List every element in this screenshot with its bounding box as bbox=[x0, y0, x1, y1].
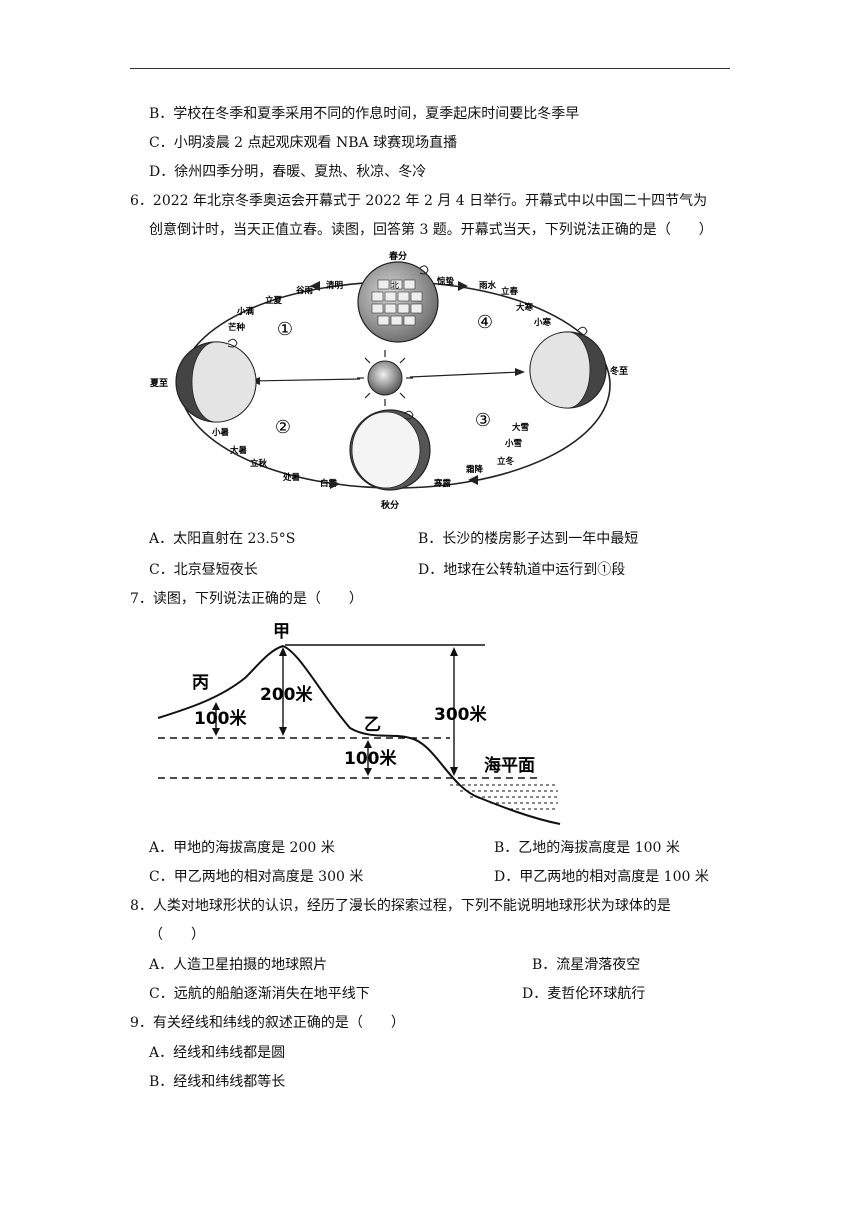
q8-option-b: B．流星滑落夜空 bbox=[532, 957, 641, 973]
q5-option-d: D．徐州四季分明，春暖、夏热、秋凉、冬冷 bbox=[149, 164, 427, 180]
label-liqiu: 立秋 bbox=[250, 458, 268, 469]
label-bailu: 白露 bbox=[320, 478, 338, 489]
label-dashu: 大暑 bbox=[230, 445, 248, 456]
q5-option-c: C．小明凌晨 2 点起观床观看 NBA 球赛现场直播 bbox=[149, 135, 458, 151]
q9-stem: 9．有关经线和纬线的叙述正确的是（ ） bbox=[130, 1015, 405, 1031]
q7-stem: 7．读图，下列说法正确的是（ ） bbox=[130, 591, 363, 607]
label-lidong: 立冬 bbox=[497, 456, 515, 467]
q8-option-a: A．人造卫星拍摄的地球照片 bbox=[149, 957, 328, 973]
label-jingzhe: 惊蛰 bbox=[436, 276, 455, 287]
q8-stem-line1: 8．人类对地球形状的认识，经历了漫长的探索过程，下列不能说明地球形状为球体的是 bbox=[130, 898, 671, 914]
earth-qiufen bbox=[349, 409, 431, 491]
label-100m-bing: 100米 bbox=[194, 708, 247, 729]
label-chunfen: 春分 bbox=[388, 250, 407, 262]
label-dahan: 大寒 bbox=[516, 302, 534, 313]
label-xiazhi: 夏至 bbox=[150, 378, 168, 389]
segment-1: ① bbox=[277, 319, 293, 340]
label-sea-level: 海平面 bbox=[484, 755, 535, 776]
segment-2: ② bbox=[275, 417, 291, 438]
q7-option-a: A．甲地的海拔高度是 200 米 bbox=[149, 840, 335, 856]
q5-option-b: B．学校在冬季和夏季采用不同的作息时间，夏季起床时间要比冬季早 bbox=[149, 106, 580, 122]
relief-profile-figure: 甲 乙 丙 200米 300米 100米 100米 海平面 bbox=[157, 622, 561, 825]
label-yi: 乙 bbox=[364, 715, 381, 735]
q6-option-c: C．北京昼短夜长 bbox=[149, 562, 258, 578]
label-qiufen: 秋分 bbox=[380, 499, 399, 511]
label-xiaohan: 小寒 bbox=[533, 317, 552, 328]
q6-option-b: B．长沙的楼房影子达到一年中最短 bbox=[418, 531, 639, 547]
label-300m: 300米 bbox=[434, 704, 487, 725]
earth-chunfen: 北 bbox=[357, 261, 439, 343]
earth-dongzhi bbox=[529, 331, 607, 409]
label-yushui: 雨水 bbox=[479, 280, 497, 291]
label-100m-yi: 100米 bbox=[344, 748, 397, 769]
label-qingming: 清明 bbox=[326, 280, 344, 291]
q8-option-d: D．麦哲伦环球航行 bbox=[522, 986, 646, 1002]
sun-icon bbox=[357, 350, 413, 406]
label-xiaoxue: 小雪 bbox=[504, 438, 523, 449]
label-mangzhong: 芒种 bbox=[228, 322, 246, 333]
q8-option-c: C．远航的船舶逐渐消失在地平线下 bbox=[149, 986, 370, 1002]
north-label: 北 bbox=[391, 281, 399, 290]
q6-option-a: A．太阳直射在 23.5°S bbox=[149, 531, 296, 547]
label-guyu: 谷雨 bbox=[295, 285, 314, 296]
q6-option-d: D．地球在公转轨道中运行到①段 bbox=[418, 562, 626, 578]
q6-stem-line2: 创意倒计时，当天正值立春。读图，回答第 3 题。开幕式当天，下列说法正确的是（ … bbox=[149, 222, 713, 238]
label-dongzhi: 冬至 bbox=[610, 365, 628, 377]
label-jia: 甲 bbox=[273, 622, 290, 642]
header-rule bbox=[130, 68, 730, 69]
segment-4: ④ bbox=[477, 312, 493, 333]
label-bing: 丙 bbox=[192, 673, 209, 693]
q8-stem-line2: （ ） bbox=[149, 927, 205, 943]
q6-stem-line1: 6．2022 年北京冬季奥运会开幕式于 2022 年 2 月 4 日举行。开幕式… bbox=[130, 193, 708, 209]
label-shuangjiang: 霜降 bbox=[465, 464, 484, 475]
label-hanlu: 寒露 bbox=[433, 478, 452, 489]
label-lixia: 立夏 bbox=[265, 295, 283, 306]
q7-option-b: B．乙地的海拔高度是 100 米 bbox=[494, 840, 680, 856]
earth-xiazhi bbox=[175, 341, 257, 423]
label-lichun: 立春 bbox=[501, 286, 519, 297]
segment-3: ③ bbox=[475, 410, 491, 431]
label-200m: 200米 bbox=[260, 684, 313, 705]
label-daxue: 大雪 bbox=[512, 422, 530, 433]
q9-option-a: A．经线和纬线都是圆 bbox=[149, 1045, 286, 1061]
q9-option-b: B．经线和纬线都等长 bbox=[149, 1074, 286, 1090]
label-xiaoman: 小满 bbox=[236, 306, 255, 317]
q7-option-c: C．甲乙两地的相对高度是 300 米 bbox=[149, 869, 364, 885]
label-xiaoshu: 小暑 bbox=[211, 427, 230, 438]
earth-orbit-figure: 北 春分 夏至 冬至 秋分 ① ② ③ ④ 清明 谷雨 立夏 小满 芒种 惊蛰 … bbox=[150, 250, 628, 511]
label-chushu: 处暑 bbox=[282, 472, 301, 483]
q7-option-d: D．甲乙两地的相对高度是 100 米 bbox=[494, 869, 709, 885]
